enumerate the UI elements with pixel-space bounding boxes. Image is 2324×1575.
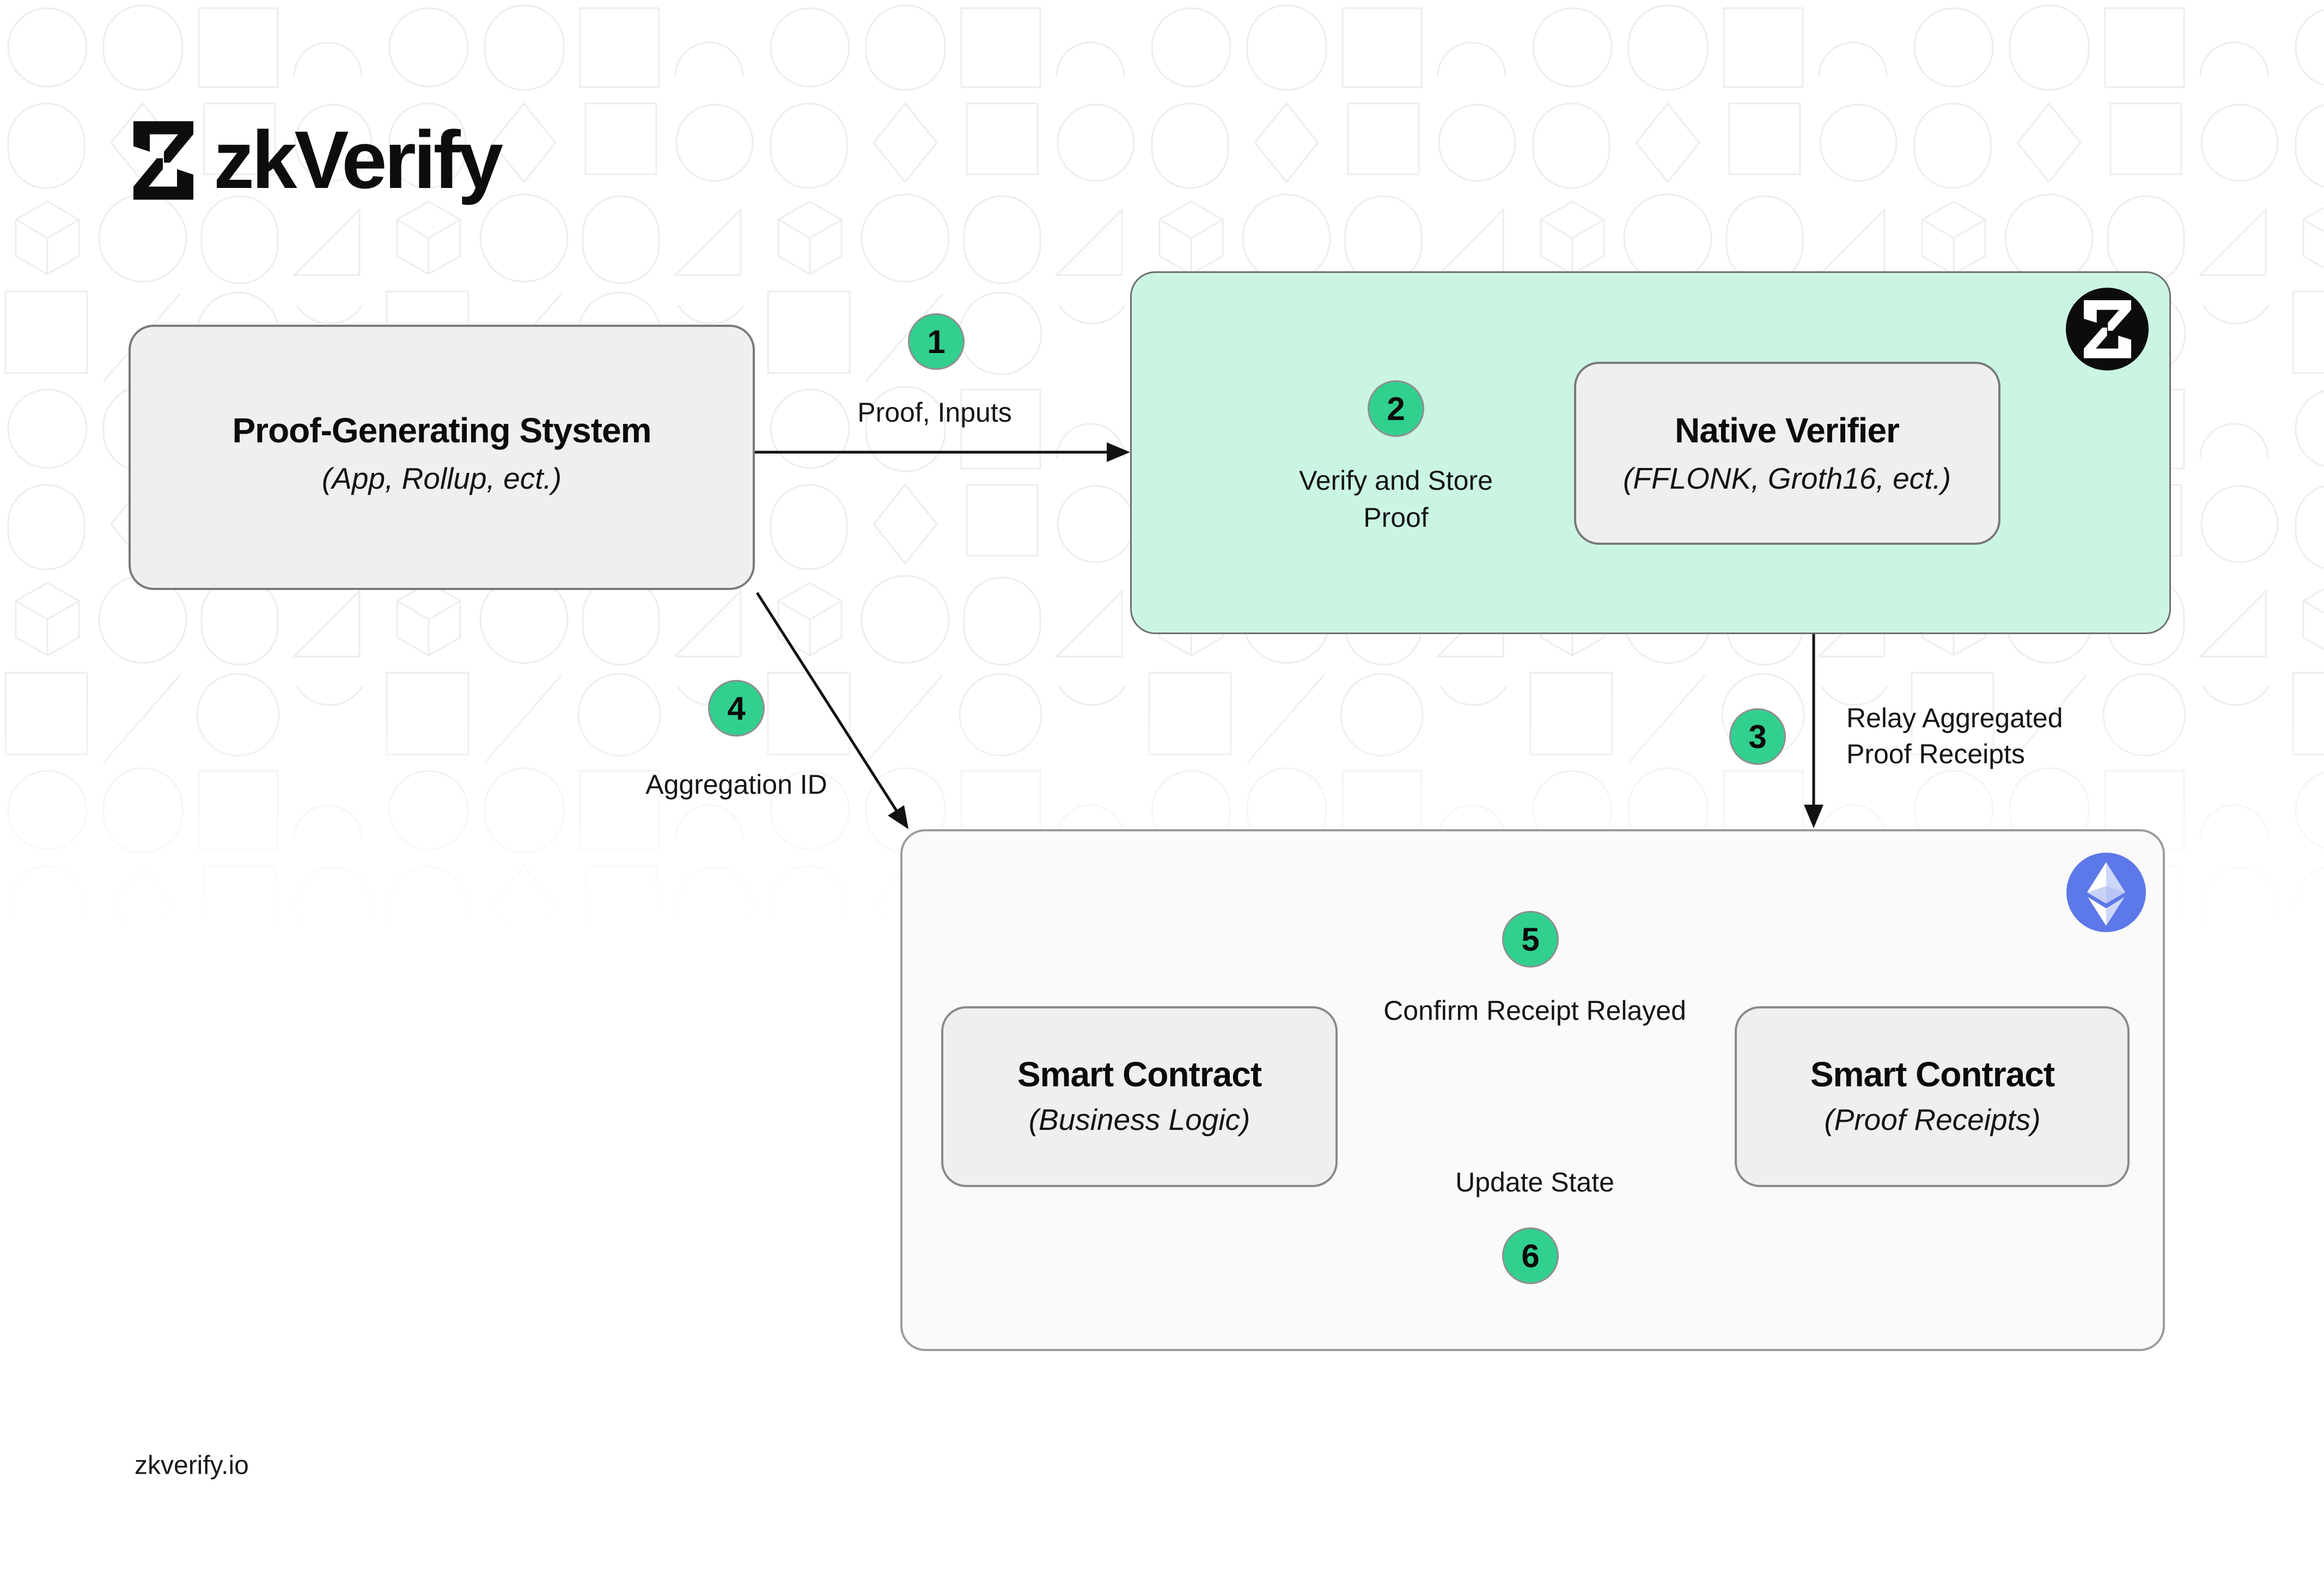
arrow-relay-receipts — [1804, 634, 1823, 828]
smart-contract-receipts-title: Smart Contract — [1810, 1055, 2055, 1094]
step-marker-1: 1 — [908, 313, 965, 370]
node-smart-contract-business-logic — [941, 1006, 1338, 1187]
node-native-verifier — [1574, 362, 2000, 545]
smart-contract-business-title: Smart Contract — [1017, 1055, 1262, 1094]
verify-store-label-line2: Proof — [1363, 502, 1429, 533]
arrow-aggregation-id — [755, 592, 908, 829]
label-proof-inputs: Proof, Inputs — [857, 397, 1012, 428]
ethereum-badge-icon — [2066, 853, 2146, 932]
smart-contract-business-subtitle: (Business Logic) — [1028, 1103, 1251, 1136]
smart-contract-receipts-subtitle: (Proof Receipts) — [1824, 1103, 2041, 1136]
zkverify-logo-icon — [133, 121, 193, 200]
proof-generating-subtitle: (App, Rollup, ect.) — [321, 461, 562, 495]
label-aggregation-id: Aggregation ID — [645, 769, 827, 800]
native-verifier-subtitle: (FFLONK, Groth16, ect.) — [1622, 461, 1951, 495]
node-proof-generating-system — [129, 325, 755, 590]
step-marker-4: 4 — [708, 680, 765, 737]
footer-link: zkverify.io — [135, 1451, 249, 1480]
proof-generating-title: Proof-Generating Stystem — [232, 411, 651, 450]
zkverify-badge-icon — [2066, 288, 2149, 370]
brand-wordmark: zkVerify — [214, 114, 503, 205]
step-marker-3: 3 — [1729, 708, 1786, 765]
label-update-state: Update State — [1455, 1167, 1614, 1197]
native-verifier-title: Native Verifier — [1675, 411, 1900, 450]
node-smart-contract-proof-receipts — [1735, 1006, 2130, 1187]
label-relay-aggregated-line2: Proof Receipts — [1846, 739, 2025, 769]
step-marker-6: 6 — [1502, 1227, 1559, 1284]
label-confirm-receipt-relayed: Confirm Receipt Relayed — [1383, 995, 1686, 1026]
label-relay-aggregated-line1: Relay Aggregated — [1846, 703, 2063, 733]
step-marker-2: 2 — [1368, 380, 1424, 437]
verify-store-label-line1: Verify and Store — [1299, 465, 1493, 496]
step-marker-5: 5 — [1502, 911, 1559, 968]
arrow-proof-inputs — [755, 442, 1130, 462]
